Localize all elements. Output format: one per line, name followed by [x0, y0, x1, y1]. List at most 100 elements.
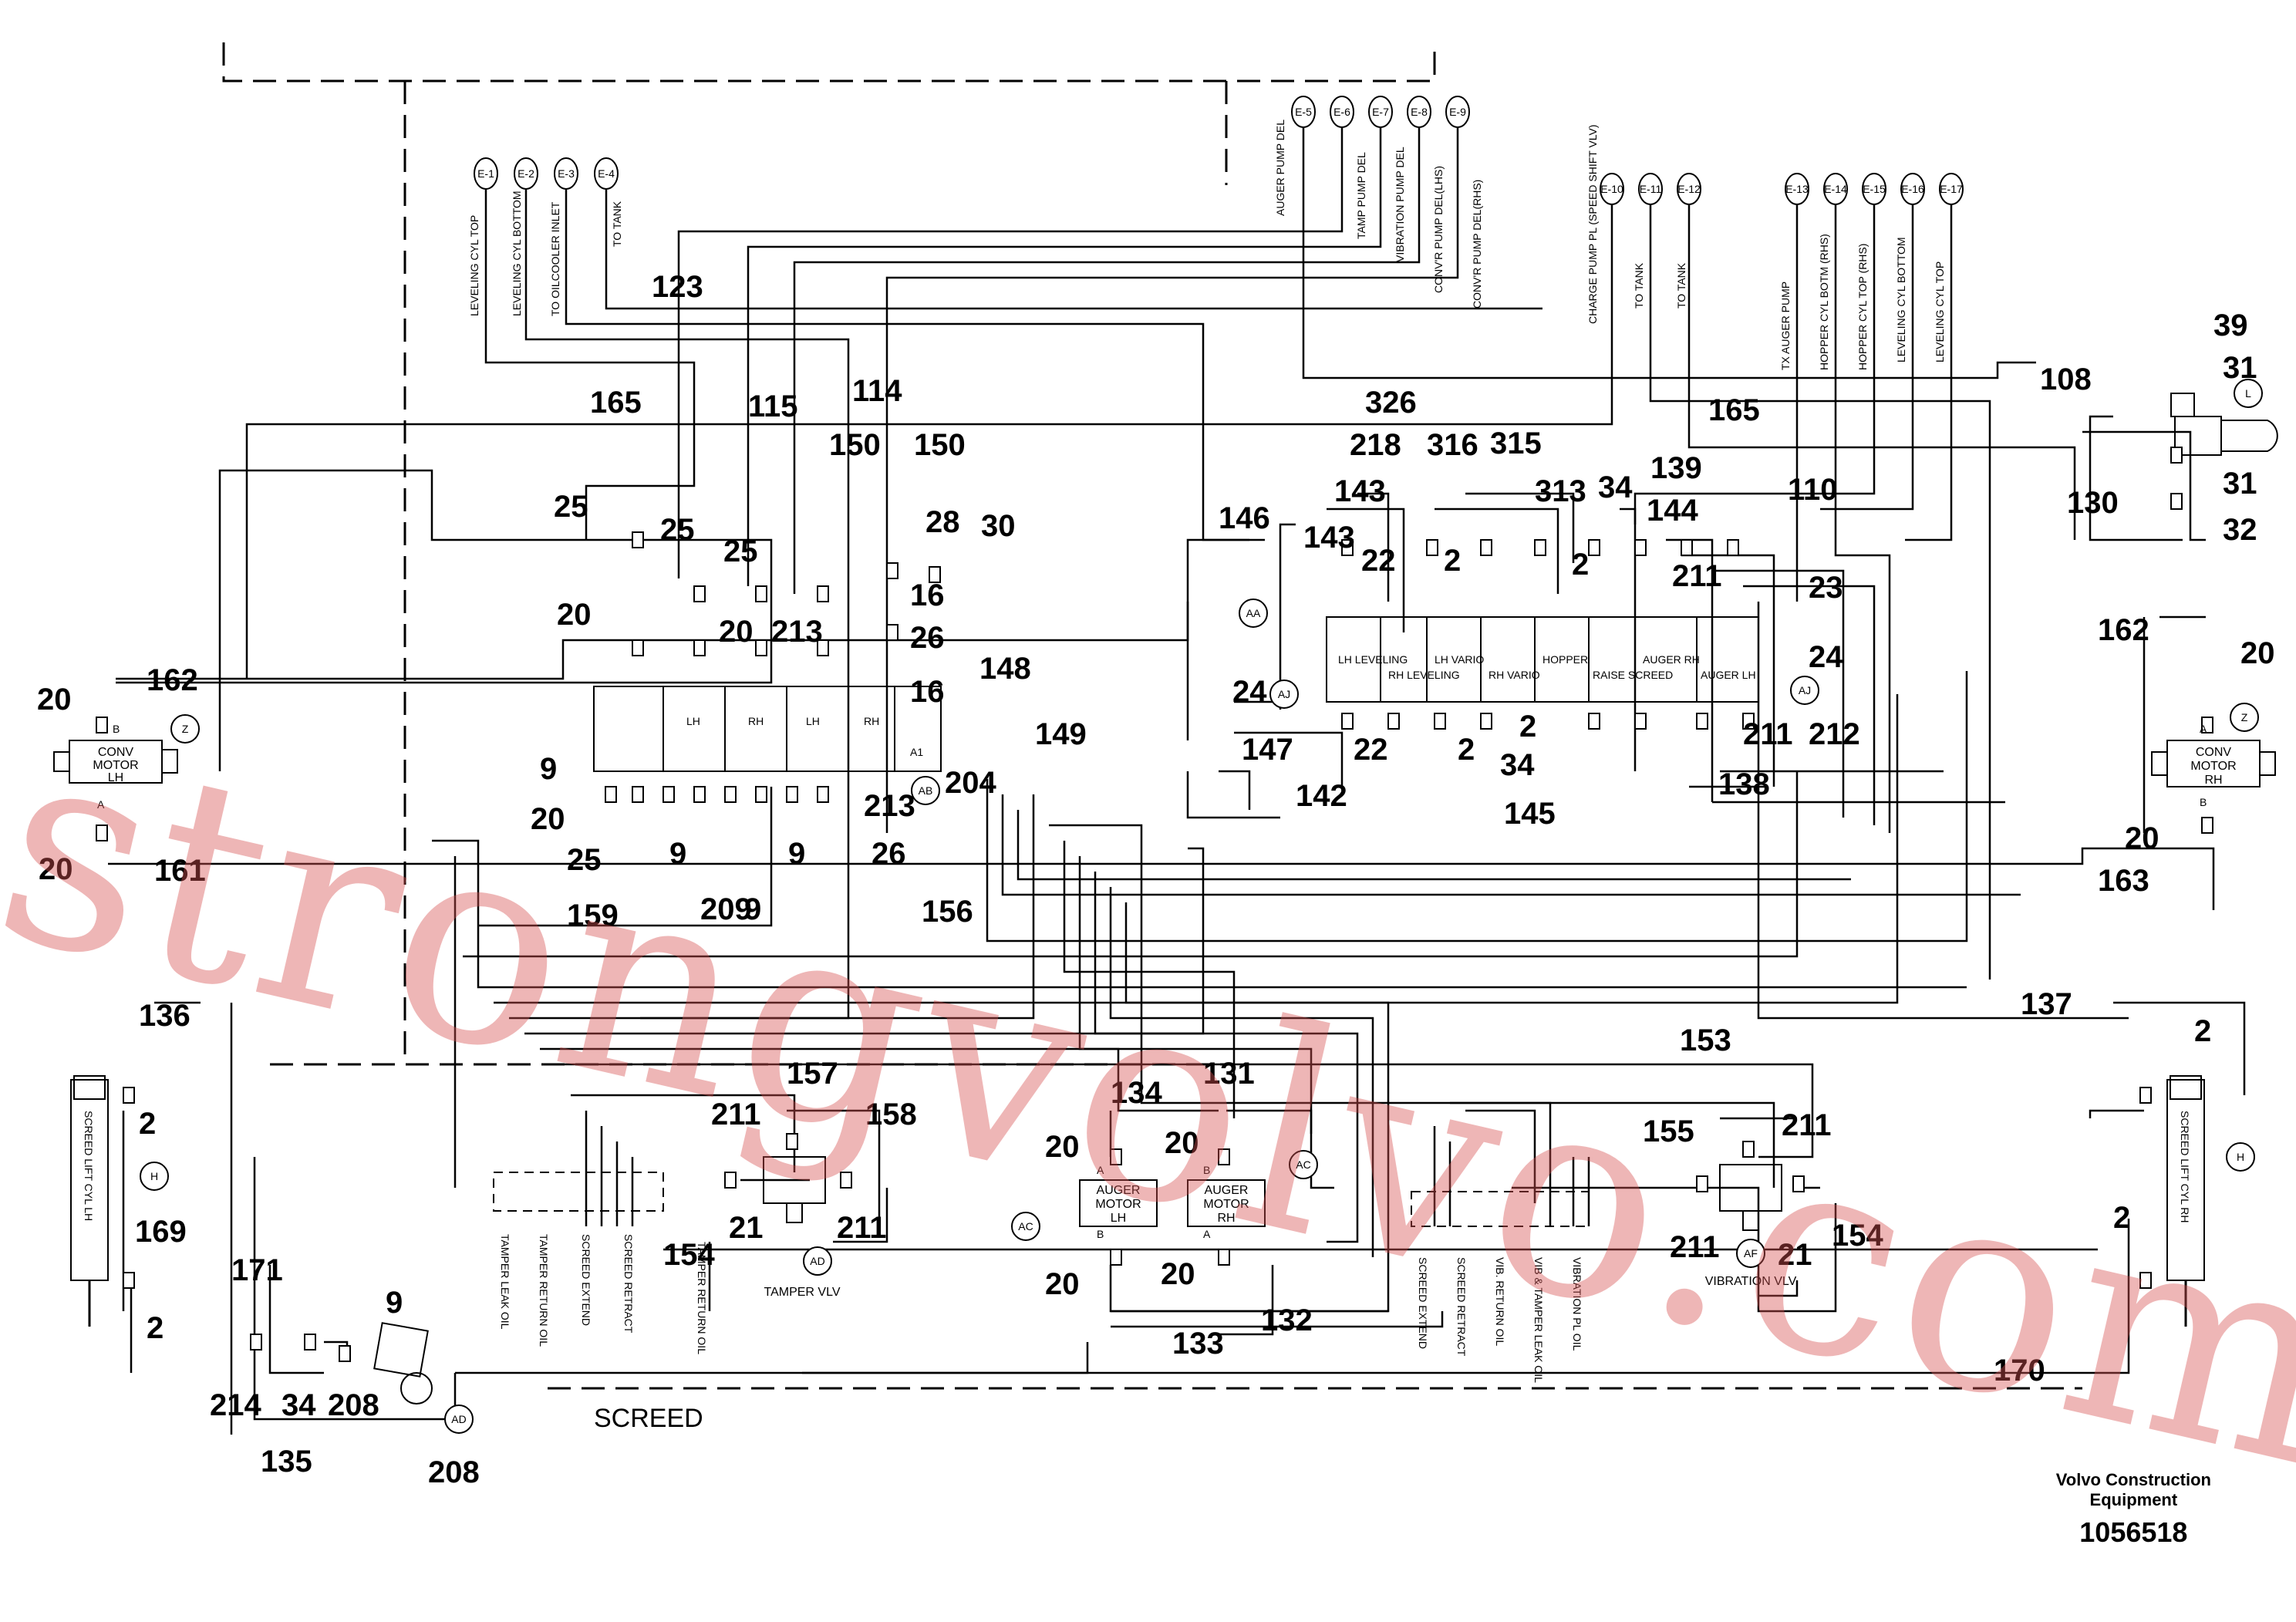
callout: 143 [1334, 474, 1386, 508]
port-a-auger-rh: A [1203, 1228, 1211, 1240]
port-b-auger-lh: B [1097, 1228, 1104, 1240]
callout: 211 [1672, 559, 1722, 593]
callout: 154 [663, 1238, 715, 1272]
tag-l: L [2234, 379, 2263, 408]
callout: 16 [910, 578, 945, 612]
callout: 163 [2098, 864, 2149, 898]
svg-text:E-11: E-11 [1640, 183, 1662, 195]
conn-auger-pump-del: AUGER PUMP DEL [1274, 120, 1286, 216]
screed-lift-cylinder-rh: SCREED LIFT CYL RH [2166, 1075, 2205, 1327]
callout: 20 [1161, 1257, 1195, 1291]
callout: 114 [852, 374, 902, 408]
svg-text:E-9: E-9 [1449, 106, 1466, 118]
callout: 23 [1809, 571, 1843, 605]
tamper-valve: TAMPER VLV [763, 1156, 841, 1299]
callout: 25 [660, 513, 695, 547]
port-b-conv-lh: B [113, 723, 120, 735]
svg-text:AJ: AJ [1278, 688, 1290, 700]
callout: 39 [2213, 309, 2248, 342]
callout: 159 [567, 899, 619, 932]
rear-section-6-label: RAISE SCREED [1593, 669, 1673, 681]
callout: 169 [135, 1215, 187, 1249]
tamper-vlv-label: TAMPER VLV [764, 1286, 841, 1299]
svg-text:E-15: E-15 [1863, 183, 1886, 195]
svg-text:AD: AD [451, 1413, 466, 1425]
auger-motor-lh: AUGER MOTOR LH [1079, 1179, 1158, 1227]
auger-motor-rh-line1: AUGER [1205, 1184, 1249, 1197]
svg-text:E-8: E-8 [1411, 106, 1428, 118]
port-a-auger-lh: A [1097, 1164, 1104, 1176]
callout: 131 [1203, 1057, 1255, 1091]
tag-ac2: AC [1289, 1150, 1318, 1179]
conn-vibration-pump-del: VIBRATION PUMP DEL [1394, 147, 1406, 262]
circle-tags: E-1 E-2 E-3 E-4 E-5 E-6 E-7 E-8 E-9 E-10… [140, 96, 2263, 1434]
conn-charge-pump-pl: CHARGE PUMP PL (SPEED SHIFT VLV) [1586, 124, 1599, 324]
auger-motor-lh-line2: MOTOR [1095, 1198, 1141, 1211]
rear-section-7-label: AUGER RH [1643, 653, 1700, 666]
svg-text:H: H [2237, 1151, 2244, 1163]
auger-motor-lh-line3: LH [1111, 1212, 1126, 1225]
callout: 21 [729, 1211, 764, 1245]
callout: 316 [1427, 428, 1478, 462]
conn-leveling-cyl-top-r: LEVELING CYL TOP [1934, 261, 1946, 363]
screed-port-right-2: SCREED RETRACT [1455, 1257, 1468, 1357]
rear-section-1-label: LH LEVELING [1338, 653, 1408, 666]
callout: 209 [700, 892, 752, 926]
callout: 20 [1165, 1126, 1199, 1160]
conn-tx-auger-pump: TX AUGER PUMP [1779, 282, 1792, 370]
conn-hopper-cyl-top: HOPPER CYL TOP (RHS) [1856, 244, 1869, 370]
callout: 2 [2194, 1014, 2211, 1048]
svg-text:E-16: E-16 [1901, 183, 1924, 195]
callout: 165 [1708, 393, 1760, 427]
svg-text:L: L [2245, 387, 2251, 400]
callout: 2 [2113, 1201, 2130, 1235]
callout: 110 [1788, 473, 1838, 507]
callout: 20 [557, 598, 592, 632]
svg-text:E-14: E-14 [1824, 183, 1847, 195]
svg-text:AB: AB [919, 784, 933, 797]
conv-motor-lh: CONV MOTOR LH [53, 740, 178, 784]
callout: 25 [554, 490, 588, 524]
svg-text:AC: AC [1296, 1158, 1310, 1171]
callout-numbers: 123 165 115 114 150 150 25 25 25 28 30 2… [37, 270, 2275, 1489]
tag-ac1: AC [1011, 1212, 1040, 1241]
callout: 20 [1045, 1130, 1080, 1164]
callout: 170 [1994, 1354, 2045, 1388]
tag-h2: H [2226, 1142, 2255, 1172]
callout: 146 [1219, 501, 1270, 535]
front-section-4-label: RH [864, 715, 879, 727]
conn-tamp-pump-del: TAMP PUMP DEL [1355, 152, 1367, 239]
screed-label: SCREED [594, 1404, 703, 1433]
conv-motor-rh-line1: CONV [2196, 746, 2232, 759]
tag-e8: E-8 [1407, 96, 1431, 128]
fittings [96, 447, 2213, 1362]
front-section-5-label: A1 [910, 746, 923, 758]
connection-labels: LEVELING CYL TOP LEVELING CYL BOTTOM TO … [468, 120, 1946, 370]
svg-text:E-17: E-17 [1940, 183, 1963, 195]
front-section-2-label: RH [748, 715, 764, 727]
control-valve-rear [1326, 616, 1759, 703]
control-valve-front [593, 686, 942, 772]
callout: 34 [282, 1388, 316, 1422]
callout: 161 [154, 854, 206, 888]
conv-motor-rh: CONV MOTOR RH [2151, 740, 2276, 787]
auger-motor-lh-line1: AUGER [1097, 1184, 1141, 1197]
callout: 9 [788, 837, 805, 871]
callout: 148 [979, 652, 1031, 686]
svg-text:E-10: E-10 [1600, 183, 1623, 195]
callout: 326 [1365, 386, 1417, 420]
callout: 313 [1535, 474, 1586, 508]
auger-motor-rh-line3: RH [1217, 1212, 1235, 1225]
callout: 149 [1035, 717, 1087, 751]
callout: 157 [787, 1057, 838, 1091]
tag-af: AF [1736, 1239, 1765, 1268]
callout: 212 [1809, 717, 1860, 751]
callout: 137 [2021, 987, 2072, 1021]
tag-e5: E-5 [1291, 96, 1316, 128]
callout: 150 [829, 428, 881, 462]
conn-to-oilcooler-inlet: TO OILCOOLER INLET [549, 201, 561, 316]
tag-e1: E-1 [474, 157, 498, 190]
callout: 31 [2223, 467, 2257, 501]
callout: 20 [2240, 636, 2275, 670]
callout: 208 [428, 1455, 480, 1489]
